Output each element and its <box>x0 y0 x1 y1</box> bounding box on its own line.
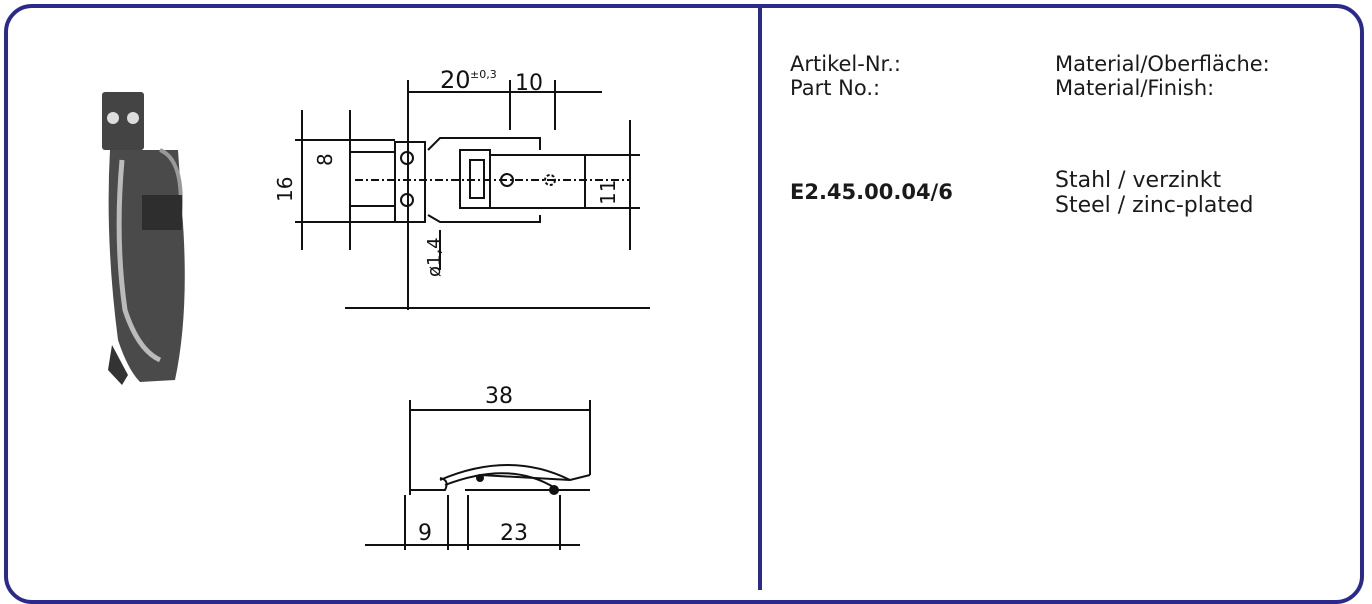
material-label-de: Material/Oberfläche: <box>1055 52 1270 76</box>
material-value-group: Stahl / verzinkt Steel / zinc-plated <box>1055 168 1355 218</box>
part-number: E2.45.00.04/6 <box>790 180 953 204</box>
dim-8: 8 <box>313 153 337 166</box>
material-label-group: Material/Oberfläche: Material/Finish: <box>1055 52 1355 100</box>
part-number-group: E2.45.00.04/6 <box>790 180 1050 204</box>
technical-drawing: 20 ±0,3 10 8 16 11 ø1,4 38 9 23 <box>102 66 650 550</box>
material-value-de: Stahl / verzinkt <box>1055 168 1222 193</box>
dim-diameter: ø1,4 <box>424 237 445 277</box>
dim-10: 10 <box>515 71 543 96</box>
dim-16: 16 <box>273 177 297 202</box>
dim-tolerance: ±0,3 <box>470 68 497 81</box>
article-label-en: Part No.: <box>790 76 881 100</box>
dim-20: 20 <box>440 66 471 94</box>
material-label-en: Material/Finish: <box>1055 76 1215 100</box>
dim-38: 38 <box>485 384 513 409</box>
top-view <box>295 80 650 310</box>
column-divider <box>758 4 762 590</box>
latch-photo <box>102 92 185 385</box>
side-view <box>365 400 591 550</box>
dim-9: 9 <box>418 521 432 546</box>
article-label-group: Artikel-Nr.: Part No.: <box>790 52 1050 100</box>
dimension-labels: 20 ±0,3 10 8 16 11 ø1,4 38 9 23 <box>273 66 620 546</box>
dim-11: 11 <box>596 180 620 205</box>
article-label-de: Artikel-Nr.: <box>790 52 901 76</box>
material-value-en: Steel / zinc-plated <box>1055 193 1254 218</box>
dim-23: 23 <box>500 521 528 546</box>
